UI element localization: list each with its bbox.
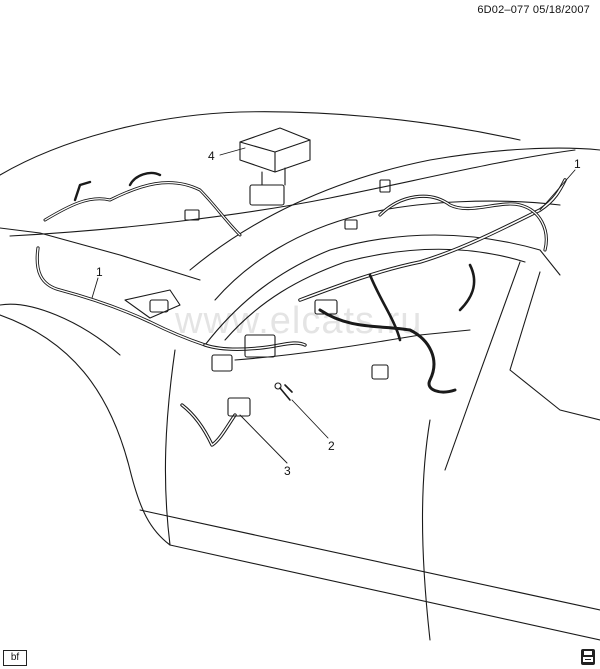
underhood-harness-inner [44, 182, 241, 236]
callout-1b: 1 [574, 157, 581, 171]
leader-line-4 [219, 147, 246, 156]
windshield-base [9, 149, 576, 237]
dash-line [234, 329, 471, 361]
connector-f [149, 299, 169, 313]
b-pillar [444, 261, 521, 471]
door-rear-edge [421, 419, 431, 641]
rocker-line [169, 544, 600, 641]
fastener-bolt [279, 384, 293, 401]
door-connector-block [244, 334, 276, 358]
door-lower-crease [139, 509, 600, 611]
ip-harness-branch [368, 273, 402, 342]
ip-harness-upper-inner [379, 195, 547, 251]
hood-front-edge [0, 227, 201, 281]
leader-line-2 [291, 399, 329, 439]
control-module-mount [261, 167, 286, 186]
a-pillar [214, 200, 561, 301]
body-harness-left-inner [36, 247, 206, 346]
ip-harness-main-inner [299, 179, 566, 301]
callout-1a: 1 [96, 265, 103, 279]
connector-a [184, 209, 200, 221]
door-connector-block-2 [211, 354, 233, 372]
hood-surface-line [0, 111, 521, 176]
underhood-branch-2 [73, 180, 92, 202]
window-frame-outer [204, 234, 561, 346]
control-module-body [239, 127, 311, 173]
connector-e [314, 299, 338, 315]
front-fender [0, 314, 171, 546]
leader-line-1a [91, 277, 99, 299]
diagram-reference-code: 6D02–077 05/18/2007 [477, 4, 590, 16]
ip-harness-upper [378, 194, 548, 252]
leader-line-3 [239, 414, 288, 464]
door-front-edge [164, 349, 176, 546]
jumper-harness-inner [181, 404, 236, 446]
connector-d [371, 364, 389, 380]
callout-3: 3 [284, 464, 291, 478]
front-wheel-arch [0, 303, 121, 356]
callout-2: 2 [328, 439, 335, 453]
connector-c [379, 179, 391, 193]
underhood-branch [128, 171, 162, 187]
control-module-top [239, 139, 311, 153]
fastener-head [274, 382, 282, 390]
leader-line-1b [539, 169, 576, 211]
rear-window-line [509, 271, 600, 421]
ip-harness-lower [318, 308, 457, 394]
windshield-top [189, 147, 600, 271]
corner-tag: bf [3, 650, 27, 666]
side-mirror [124, 289, 181, 319]
ip-harness-branch-2 [458, 263, 476, 312]
printer-icon[interactable] [580, 648, 596, 666]
connector-b [344, 219, 358, 230]
jumper-connector [227, 397, 251, 417]
window-frame-inner [224, 248, 526, 341]
door-harness-inner [204, 342, 306, 350]
callout-4: 4 [208, 149, 215, 163]
watermark-text: www.elcats.ru [175, 300, 423, 342]
control-module-bracket [249, 184, 285, 206]
underhood-harness [43, 181, 242, 237]
